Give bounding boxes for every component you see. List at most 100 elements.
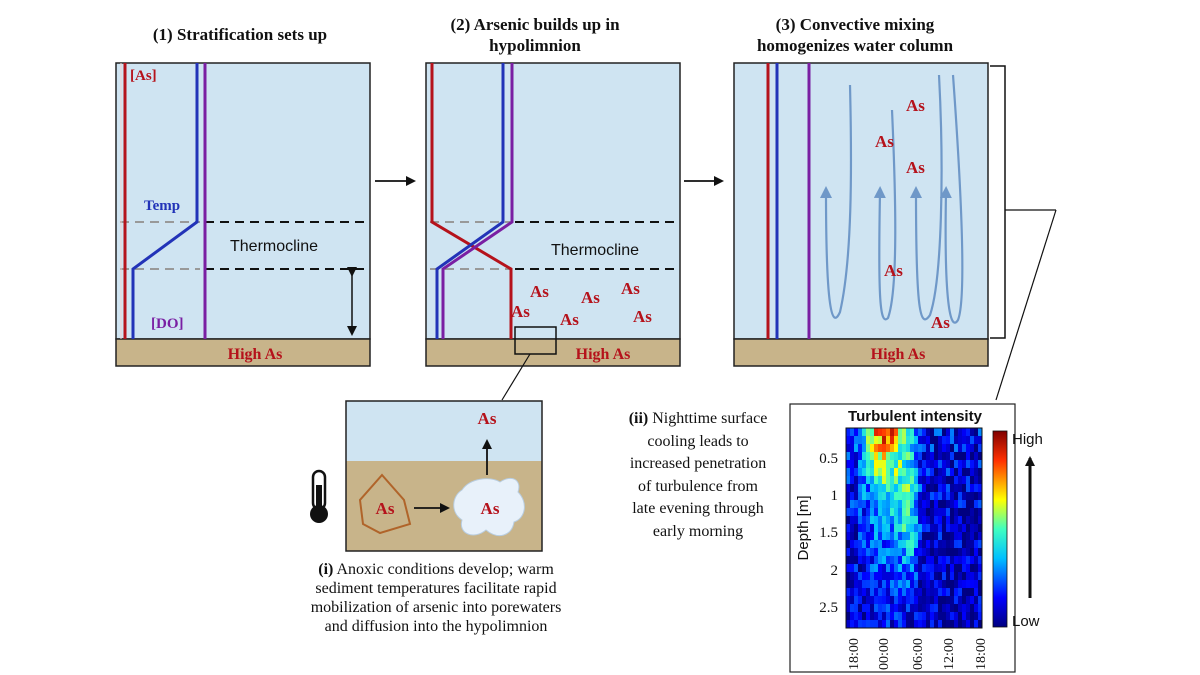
heatmap-cell: [902, 580, 907, 589]
heatmap-cell: [902, 468, 907, 477]
heatmap-cell: [914, 484, 919, 493]
heatmap-cell: [902, 540, 907, 549]
heatmap-cell: [858, 556, 863, 565]
heatmap-cell: [910, 516, 915, 525]
heatmap-cell: [978, 436, 983, 445]
heatmap-cell: [914, 572, 919, 581]
heatmap-cell: [930, 500, 935, 509]
heatmap-cell: [854, 444, 859, 453]
caption-i-line3: mobilization of arsenic into porewaters: [310, 599, 562, 616]
heatmap-cell: [958, 516, 963, 525]
heatmap-cell: [870, 436, 875, 445]
heatmap-cell: [902, 564, 907, 573]
heatmap-cell: [894, 556, 899, 565]
heatmap-cell: [950, 556, 955, 565]
heatmap-cell: [878, 492, 883, 501]
heatmap-cell: [878, 572, 883, 581]
heatmap-cell: [882, 580, 887, 589]
heatmap-cell: [906, 596, 911, 605]
heatmap-cell: [886, 508, 891, 517]
heatmap-cell: [902, 516, 907, 525]
caption-i-text1: Anoxic conditions develop; warm: [336, 561, 554, 578]
heatmap-cell: [934, 556, 939, 565]
heatmap-cell: [962, 588, 967, 597]
panel1-label-as: [As]: [130, 68, 157, 84]
heatmap-cell: [898, 556, 903, 565]
heatmap-cell: [882, 428, 887, 437]
heatmap-cell: [914, 580, 919, 589]
heatmap-cell: [906, 588, 911, 597]
heatmap-cell: [946, 500, 951, 509]
heatmap-cell: [886, 452, 891, 461]
heatmap-cell: [978, 492, 983, 501]
x-tick-label: 18:00: [847, 638, 862, 670]
heatmap-cell: [942, 444, 947, 453]
heatmap-cell: [866, 428, 871, 437]
panel1-label-thermocline: Thermocline: [230, 238, 318, 255]
heatmap-cell: [974, 572, 979, 581]
heatmap-cell: [970, 604, 975, 613]
heatmap-cell: [874, 572, 879, 581]
note-ii-text1: Nighttime surface: [652, 410, 768, 427]
heatmap-cell: [934, 564, 939, 573]
panel2-water: [425, 62, 681, 340]
heatmap-cell: [894, 436, 899, 445]
heatmap-cell: [862, 588, 867, 597]
heatmap-cell: [878, 516, 883, 525]
heatmap-cell: [870, 484, 875, 493]
heatmap-cell: [930, 564, 935, 573]
heatmap-cell: [922, 524, 927, 533]
heatmap-cell: [970, 548, 975, 557]
heatmap-cell: [886, 428, 891, 437]
heatmap-cell: [958, 452, 963, 461]
heatmap-cell: [938, 476, 943, 485]
heatmap-cell: [914, 596, 919, 605]
heatmap-cell: [862, 540, 867, 549]
heatmap-cell: [886, 580, 891, 589]
heatmap-cell: [978, 580, 983, 589]
heatmap-cell: [946, 516, 951, 525]
heatmap-cell: [902, 436, 907, 445]
heatmap-cell: [850, 484, 855, 493]
x-tick-label: 18:00: [974, 638, 989, 670]
heatmap-cell: [922, 428, 927, 437]
heatmap-cell: [862, 612, 867, 621]
heatmap-cell: [894, 460, 899, 469]
heatmap-cell: [874, 612, 879, 621]
heatmap-cell: [914, 476, 919, 485]
heatmap-cell: [946, 468, 951, 477]
heatmap-cell: [962, 516, 967, 525]
x-tick-label: 00:00: [877, 638, 892, 670]
heatmap-cell: [918, 620, 923, 629]
heatmap-cell: [974, 444, 979, 453]
heatmap-cell: [874, 556, 879, 565]
heatmap-cell: [906, 612, 911, 621]
chart-title: Turbulent intensity: [848, 408, 983, 425]
heatmap-cell: [922, 468, 927, 477]
colorbar: [992, 430, 1008, 628]
heatmap-cell: [918, 428, 923, 437]
heatmap-cell: [934, 580, 939, 589]
heatmap-cell: [978, 460, 983, 469]
heatmap-cell: [862, 428, 867, 437]
panel2-zoom-connector: [501, 353, 531, 401]
heatmap-cell: [954, 596, 959, 605]
heatmap-cell: [930, 468, 935, 477]
heatmap-cell: [874, 468, 879, 477]
heatmap-cell: [866, 588, 871, 597]
heatmap-cell: [858, 484, 863, 493]
heatmap-cell: [886, 460, 891, 469]
inset-as-top: As: [478, 409, 497, 428]
heatmap-cell: [854, 564, 859, 573]
heatmap-cell: [974, 548, 979, 557]
heatmap-cell: [878, 564, 883, 573]
heatmap-cell: [874, 596, 879, 605]
note-ii-line2: cooling leads to: [647, 432, 749, 450]
heatmap-cell: [910, 452, 915, 461]
heatmap-cell: [858, 580, 863, 589]
heatmap-cell: [898, 572, 903, 581]
heatmap-cell: [858, 596, 863, 605]
heatmap-cell: [946, 428, 951, 437]
heatmap-cell: [850, 508, 855, 517]
heatmap-cell: [954, 580, 959, 589]
